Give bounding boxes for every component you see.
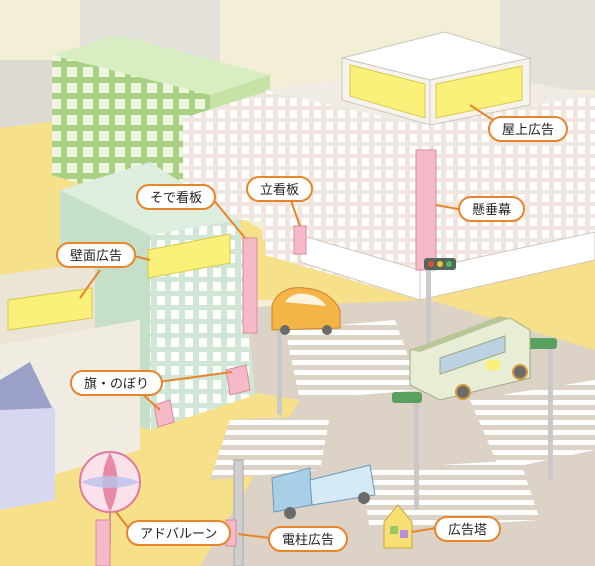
wall-ad-panel-left [7,287,93,331]
store-ground-floor [419,231,595,301]
hanging-banner [415,149,437,271]
leader-flags [157,371,233,383]
car-wheel [280,325,290,335]
crosswalk [470,380,595,470]
crosswalk [285,320,420,400]
green-building-top [52,35,270,95]
traffic-light-pole [548,340,553,480]
label-ad-tower: 広告塔 [434,516,502,542]
traffic-light-pole [414,400,419,510]
bus-ad-panel [486,360,500,370]
truck-bed [309,464,376,506]
bus-wheel [455,384,471,400]
balloon-stripe [80,476,140,488]
traffic-light [527,338,557,349]
leader-hanging-banner [435,204,459,210]
crosswalk [360,460,540,530]
traffic-light-pole [426,264,431,349]
bus-wheel [512,364,528,380]
car-wheel [322,325,332,335]
label-rooftop-ad: 屋上広告 [488,116,569,142]
signal-lamp [428,261,434,267]
wall-ad-panel [147,233,231,279]
label-wall-ad: 壁面広告 [56,242,137,268]
label-ad-balloon: アドバルーン [126,520,232,546]
leader-pole-ad [237,533,271,539]
flag [153,399,175,428]
standing-sign [293,225,307,255]
truck-wheel [284,507,296,519]
label-pole-ad: 電柱広告 [268,526,349,552]
rooftop-billboard [349,64,426,119]
leader-ad-tower [411,527,437,533]
label-projecting-sign: そで看板 [136,184,217,210]
truck-wheel [358,492,370,504]
flag [225,364,251,396]
ad-tower-panel [390,526,398,534]
utility-pole [233,459,244,566]
traffic-light [392,392,422,403]
rooftop-billboard [435,65,523,119]
bus-top [410,316,510,352]
bus-windows [439,335,506,375]
label-hanging-banner: 懸垂幕 [458,196,526,222]
small-lilac-roof [0,362,52,410]
leader-wall-ad-left [79,269,101,299]
traffic-light-pole [277,315,282,415]
leader-projecting-sign [211,197,246,239]
label-standing-sign: 立看板 [246,176,314,202]
ad-tower-panel [400,530,408,538]
signal-lamp [437,261,443,267]
projecting-sign [242,237,258,334]
balloon-banner [95,519,111,566]
signal-lamp [446,261,452,267]
car-window [285,293,326,306]
sidewalk-right [430,260,595,350]
leader-standing-sign [289,197,301,227]
label-flags: 旗・のぼり [70,370,164,396]
